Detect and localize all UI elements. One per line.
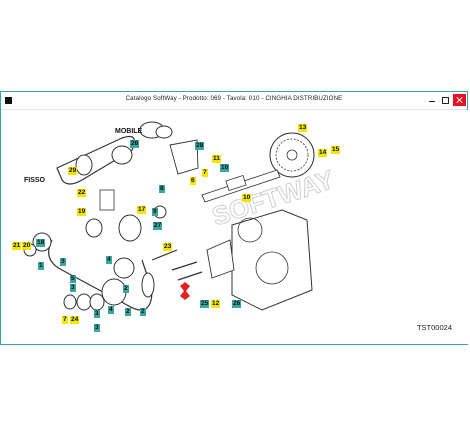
shaft-10	[201, 169, 281, 203]
callout-29[interactable]: 29	[68, 167, 78, 175]
roller-fisso	[75, 154, 167, 242]
title-bar: Catalogo SoftWay - Prodotto: 069 - Tavol…	[1, 92, 467, 110]
mobile-label: MOBILE	[115, 128, 143, 135]
roller-mobile	[111, 121, 199, 175]
callout-25[interactable]: 25	[200, 300, 210, 308]
callout-26[interactable]: 26	[130, 140, 140, 148]
callout-2[interactable]: 2	[123, 285, 129, 293]
callout-10[interactable]: 10	[242, 194, 252, 202]
callout-11[interactable]: 11	[212, 155, 221, 163]
exploded-diagram-canvas: SOFTWAY	[2, 110, 468, 344]
callout-7[interactable]: 7	[62, 316, 68, 324]
exploded-parts-drawing: SOFTWAY	[23, 121, 338, 311]
callout-2[interactable]: 2	[140, 308, 146, 316]
callout-12[interactable]: 12	[211, 300, 221, 308]
engine-block	[206, 209, 313, 311]
callout-19[interactable]: 19	[77, 208, 87, 216]
fisso-label: FISSO	[24, 177, 46, 184]
window-title: Catalogo SoftWay - Prodotto: 069 - Tavol…	[125, 95, 343, 102]
callout-26[interactable]: 26	[232, 300, 242, 308]
callout-22[interactable]: 22	[77, 189, 87, 197]
callout-6[interactable]: 6	[190, 177, 196, 185]
callout-23[interactable]: 23	[163, 243, 173, 251]
callout-3[interactable]: 3	[94, 324, 100, 332]
callout-2[interactable]: 2	[125, 308, 131, 316]
callout-3[interactable]: 3	[70, 284, 76, 292]
callout-13[interactable]: 13	[298, 124, 308, 132]
callout-9[interactable]: 9	[152, 208, 158, 216]
callout-17[interactable]: 17	[137, 206, 147, 214]
bolts	[151, 249, 203, 281]
catalog-window: Catalogo SoftWay - Prodotto: 069 - Tavol…	[0, 91, 468, 345]
drawing-code: TST00024	[416, 323, 452, 332]
callout-15[interactable]: 15	[331, 146, 341, 154]
callout-24[interactable]: 24	[70, 316, 80, 324]
belt-lower	[48, 239, 153, 311]
callout-21[interactable]: 21	[12, 242, 22, 250]
callout-3[interactable]: 3	[94, 310, 100, 318]
belt-upper	[56, 135, 135, 185]
callout-5[interactable]: 5	[70, 275, 76, 283]
minimize-button[interactable]	[426, 94, 439, 106]
app-icon	[5, 97, 12, 104]
close-button[interactable]	[453, 94, 466, 106]
callout-1[interactable]: 1	[38, 262, 44, 270]
callout-3[interactable]: 3	[60, 258, 66, 266]
callout-4[interactable]: 4	[108, 306, 114, 314]
callout-18[interactable]: 18	[36, 239, 46, 247]
maximize-button[interactable]	[439, 94, 452, 106]
red-star-icon	[180, 282, 190, 300]
lower-gears	[23, 232, 155, 311]
callout-4[interactable]: 4	[106, 256, 112, 264]
callout-14[interactable]: 14	[318, 149, 328, 157]
callout-27[interactable]: 27	[153, 222, 163, 230]
callout-20[interactable]: 20	[22, 242, 32, 250]
callout-7[interactable]: 7	[202, 169, 208, 177]
gear-13	[269, 132, 315, 178]
callout-8[interactable]: 8	[159, 185, 165, 193]
callout-28[interactable]: 28	[195, 142, 205, 150]
callout-16[interactable]: 16	[220, 164, 230, 172]
